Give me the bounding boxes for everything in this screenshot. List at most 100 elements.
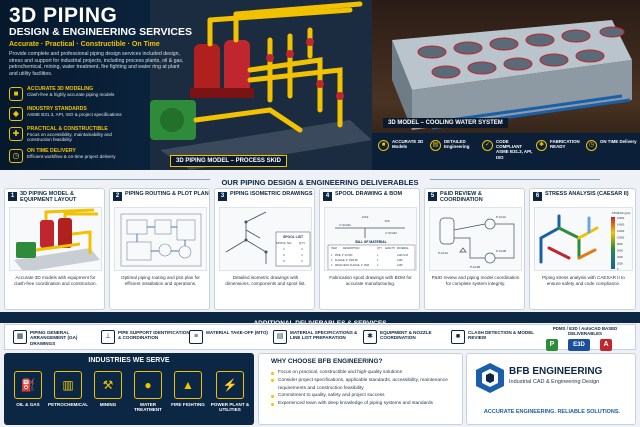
hero-subtitle: DESIGN & ENGINEERING SERVICES — [9, 26, 193, 38]
support-icon: ⊥ — [101, 330, 115, 344]
deliverable-card-6: 6 STRESS ANALYSIS (CAESAR II) STRESS (ps… — [529, 188, 636, 310]
stat-item: ◷ON TIME Delivery — [586, 136, 637, 168]
card-image-3d-model — [9, 207, 102, 271]
skid-label: 3D PIPING MODEL – PROCESS SKID — [170, 155, 287, 167]
stress-scale-value: 6000 — [617, 249, 623, 253]
stress-scale-value: 2000 — [617, 262, 623, 266]
bom-dimension: 1219 — [362, 215, 369, 219]
card-desc: Piping stress analysis with CAESAR II to… — [542, 275, 625, 286]
brand-panel: BFB ENGINEERING Industrial CAD & Enginee… — [466, 353, 636, 425]
card-desc: Detailed isometric drawings with dimensi… — [225, 275, 306, 286]
bom-dimension: 2"-SCH40 — [385, 231, 397, 235]
bom-header: DESCRIPTION — [343, 247, 360, 250]
list-icon: ≡ — [189, 330, 203, 344]
software-label: PDMS / E3D / AutoCAD BASED DELIVERABLES — [552, 326, 618, 336]
stat-label: DETAILED Engineering — [444, 139, 470, 150]
card-image-stress: STRESS (psi) 16000 14000 12000 10000 800… — [534, 207, 633, 271]
additional-item-label: PIPE SUPPORT IDENTIFICATION & COORDINATI… — [118, 330, 190, 341]
brand-name: BFB ENGINEERING — [509, 366, 603, 377]
deliverable-card-4: 4 SPOOL DRAWING & BOM 1219 400 2"-SCH40 … — [319, 188, 420, 310]
feature-desc: ASME B31.3, API, ISO & project specifica… — [27, 112, 122, 117]
cube-icon: ■ — [378, 140, 389, 151]
industry-label: OIL & GAS — [16, 402, 40, 407]
software-logo-e3d: E3D — [568, 339, 590, 351]
industry-label: MINING — [99, 402, 117, 407]
bom-dimension: 2"-SCH40 — [339, 223, 351, 227]
spool-list-cell: 1 — [301, 259, 303, 263]
stat-label: FABRICATION READY — [550, 139, 580, 150]
feature-accurate-modeling: ■ ACCURATE 3D MODELING Clash-free & high… — [9, 86, 129, 106]
industry-label: FIRE FIGHTING — [171, 402, 205, 407]
industry-item: ⛽OIL & GAS — [8, 371, 48, 421]
feature-desc: Clash-free & highly accurate piping mode… — [27, 92, 115, 97]
feature-practical: ✚ PRACTICAL & CONSTRUCTIBLE Focus on acc… — [9, 126, 129, 146]
why-item: Focus on practical, constructible and hi… — [271, 369, 461, 377]
wrench-icon: ✚ — [9, 127, 23, 141]
feature-desc: Efficient workflow & on-time project del… — [27, 154, 116, 159]
bom-header: ITEM — [331, 247, 337, 250]
card-image-isometric: SPOOL LIST SPOOL NO. QTY 1 1 2 1 3 1 — [219, 207, 312, 271]
clock-icon: ◷ — [586, 140, 597, 151]
card-desc: Optimal piping routing and plot plan for… — [121, 275, 200, 286]
feature-title: ON TIME DELIVERY — [27, 148, 76, 154]
bom-header: MATERIAL — [397, 247, 409, 250]
shield-icon: ◆ — [9, 107, 23, 121]
bom-cell: FLANGE, 2" 150# RF — [335, 259, 358, 262]
card-number: 5 — [428, 192, 437, 201]
card-title: P&ID REVIEW & COORDINATION — [440, 191, 483, 204]
card-number: 1 — [8, 192, 17, 201]
clock-icon: ◷ — [9, 149, 23, 163]
additional-item-label: CLASH DETECTION & MODEL REVIEW — [468, 330, 535, 341]
card-title: SPOOL DRAWING & BOM — [335, 191, 403, 197]
feature-on-time: ◷ ON TIME DELIVERY Efficient workflow & … — [9, 148, 129, 168]
hero-banner: 3D PIPING DESIGN & ENGINEERING SERVICES … — [0, 0, 640, 170]
brand-slogan: ACCURATE ENGINEERING. RELIABLE SOLUTIONS… — [483, 409, 621, 415]
card-desc: Accurate 3D models with equipment for cl… — [14, 275, 97, 286]
pid-tag: P-101A — [496, 215, 506, 219]
card-number: 4 — [323, 192, 332, 201]
spool-list-cell: 1 — [283, 247, 285, 251]
why-title: WHY CHOOSE BFB ENGINEERING? — [271, 358, 383, 365]
mining-icon: ⚒ — [94, 371, 122, 399]
stress-scale-value: 4000 — [617, 255, 623, 259]
stat-label: ON TIME Delivery — [600, 139, 637, 144]
deliverable-card-3: 3 PIPING ISOMETRIC DRAWINGS SPOOL LIST S… — [214, 188, 315, 310]
hero-title: 3D PIPING — [9, 4, 118, 27]
bom-cell: A105 — [397, 264, 403, 267]
drawing-icon: ▦ — [13, 330, 27, 344]
card-number: 3 — [218, 192, 227, 201]
industry-item: ⚒ MINING — [88, 371, 128, 421]
divider — [430, 179, 600, 180]
cube-icon: ■ — [451, 330, 465, 344]
additional-title: ADDITIONAL DELIVERABLES & SERVICES — [253, 320, 386, 327]
why-item: Commitment to quality, safety and projec… — [271, 392, 461, 400]
card-image-plot-plan — [114, 207, 207, 271]
bom-cell: 2 — [331, 259, 333, 262]
stat-label: CODE COMPLIANT ASME B31.3, API, ISO — [496, 139, 533, 160]
additional-header: ADDITIONAL DELIVERABLES & SERVICES — [0, 312, 640, 327]
spool-list-cell: 1 — [301, 253, 303, 257]
power-plant-icon: ⚡ — [216, 371, 244, 399]
deliverable-card-2: 2 PIPING ROUTING & PLOT PLAN Optimal pip… — [109, 188, 210, 310]
spool-list-cell: 3 — [283, 259, 285, 263]
stress-scale-value: 10000 — [617, 236, 625, 240]
factory-icon: ▥ — [54, 371, 82, 399]
stat-item: ▤DETAILED Engineering — [430, 136, 480, 168]
deliverables-title: OUR PIPING DESIGN & ENGINEERING DELIVERA… — [221, 178, 419, 187]
stress-scale-value: 0 — [617, 267, 619, 271]
why-panel: WHY CHOOSE BFB ENGINEERING? Focus on pra… — [258, 353, 463, 425]
document-icon: ▤ — [430, 140, 441, 151]
bom-cell: WELD NECK FLANGE, 2" 150# — [335, 264, 370, 267]
stress-scale-value: 14000 — [617, 223, 625, 227]
stress-scale-value: 16000 — [617, 216, 625, 220]
bom-cell: A106 Gr.B — [397, 254, 408, 257]
bom-cell: 1 — [377, 254, 379, 257]
spool-list-title: SPOOL LIST — [283, 235, 304, 239]
card-number: 2 — [113, 192, 122, 201]
brand-subtitle: Industrial CAD & Engineering Design — [509, 379, 600, 385]
stat-item: ✱FABRICATION READY — [536, 136, 586, 168]
stat-label: ACCURATE 3D Models — [392, 139, 424, 150]
card-image-pid: P-101A P-101B P-101A P-101B — [429, 207, 522, 271]
feature-title: PRACTICAL & CONSTRUCTIBLE — [27, 126, 108, 132]
spool-list-header: SPOOL NO. — [276, 241, 293, 245]
